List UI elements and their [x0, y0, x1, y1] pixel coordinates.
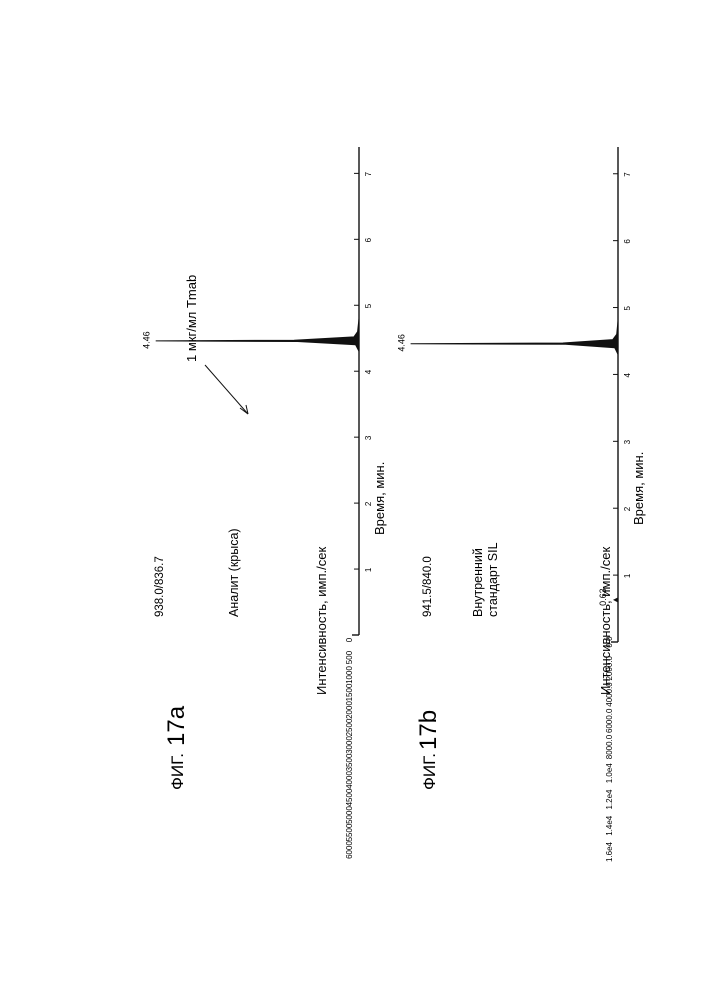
fig-17a-xtick-label: 1: [364, 567, 373, 572]
fig-17b-ytick-label: 6000.0: [605, 708, 614, 733]
fig-17b-ytick-label: 1.4e4: [605, 815, 614, 836]
fig-17a-xtick-label: 4: [364, 369, 373, 374]
fig-17b-ytick-label: 1.2e4: [605, 789, 614, 810]
fig-17a-xtick-label: 6: [364, 237, 373, 242]
fig-17a-ytick-label: 3000: [345, 736, 354, 754]
fig-17a-xtick-label: 7: [364, 171, 373, 176]
fig-17b-ytick-label: 1.0e4: [605, 763, 614, 784]
figure-17a: ФИГ. 17a Интенсивность, имп./сек 0 500 100…: [142, 147, 387, 859]
fig-17a-xlabel: Время, мин.: [372, 462, 387, 535]
fig-17b-number: 17b: [415, 710, 442, 750]
fig-17a-annotation: 1 мкг/мл Tmab: [184, 275, 199, 362]
fig-17a-ytick-label: 1000: [345, 666, 354, 684]
fig-17b-xtick-label: 4: [623, 372, 632, 377]
fig-17a-ytick-label: 4000: [345, 771, 354, 789]
fig-17b-small-peak-label: 0.63: [598, 588, 608, 606]
fig-17a-sample-label: Аналит (крыса): [227, 528, 241, 617]
fig-17a-xtick-label: 5: [364, 303, 373, 308]
fig-17a-number: 17a: [163, 705, 190, 746]
fig-17b-sample-label-line2: стандарт SIL: [486, 542, 500, 617]
fig-17b-xtick-label: 1: [623, 573, 632, 578]
fig-17a-ytick-label: 3500: [345, 753, 354, 771]
fig-17a-transition: 938.0/836.7: [154, 556, 166, 617]
fig-17b-ytick-label: 1.6e4: [605, 841, 614, 862]
fig-17a-peak-label: 4.46: [142, 331, 152, 349]
fig-17a-ylabel: Интенсивность, имп./сек: [314, 547, 329, 695]
fig-17b-sample-label-line1: Внутренний: [471, 548, 485, 617]
fig-17a-xtick-label: 3: [364, 435, 373, 440]
fig-17a-annotation-arrow: [205, 365, 248, 414]
fig-17b-xtick-label: 5: [623, 306, 632, 311]
fig-17b-chromatogram-trace: [411, 147, 618, 642]
fig-17b-ytick-label: 8000.0: [605, 734, 614, 759]
fig-17b-xtick-label: 3: [623, 439, 632, 444]
fig-17a-ytick-label: 0: [345, 637, 354, 642]
fig-17a-prefix: ФИГ.: [168, 753, 187, 790]
fig-17b-peak-label: 4.46: [397, 334, 407, 352]
fig-17a-ytick-label: 4500: [345, 788, 354, 806]
fig-17a-ytick-label: 2000: [345, 701, 354, 719]
fig-17b-xlabel: Время, мин.: [631, 452, 646, 525]
fig-17b-xtick-label: 7: [623, 172, 632, 177]
fig-17a-ytick-label: 1500: [345, 683, 354, 701]
fig-17b-xtick-label: 6: [623, 239, 632, 244]
fig-17b-ytick-label: 0.0: [605, 636, 614, 648]
fig-17b-transition: 941.5/840.0: [422, 556, 434, 617]
fig-17a-ytick-label: 2500: [345, 718, 354, 736]
fig-17a-ytick-label: 500: [345, 650, 354, 664]
fig-17a-ytick-label: 5000: [345, 806, 354, 824]
fig-17a-ytick-label: 5500: [345, 823, 354, 841]
fig-17b-prefix: ФИГ.: [420, 753, 439, 790]
figure-17b: ФИГ. 17b Интенсивность, имп./сек 0.02000…: [397, 147, 646, 862]
fig-17b-ytick-label: 4000.0: [605, 682, 614, 707]
fig-17a-ytick-label: 6000: [345, 841, 354, 859]
fig-17b-ytick-label: 2000.0: [605, 655, 614, 680]
